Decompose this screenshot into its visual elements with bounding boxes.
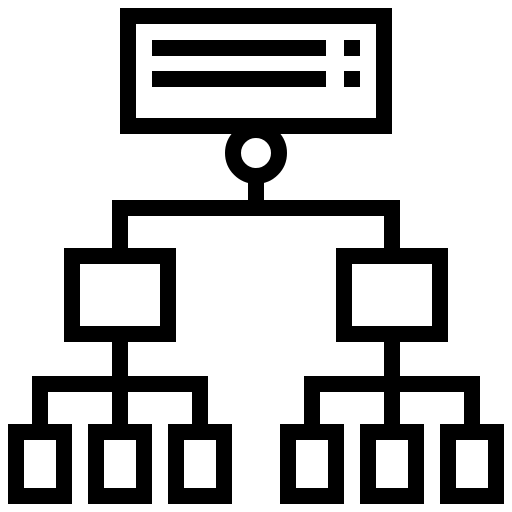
left-subtree-branch <box>32 376 208 432</box>
leaf-box-6 <box>440 424 504 504</box>
top-branch-line <box>112 200 400 256</box>
leaf-box-1 <box>8 424 72 504</box>
right-subtree-branch <box>304 376 480 432</box>
leaf-box-3 <box>168 424 232 504</box>
leaf-box-2 <box>88 424 152 504</box>
right-child-box <box>336 248 448 342</box>
left-child-box <box>64 248 176 342</box>
node-circle <box>225 122 287 184</box>
leaf-box-4 <box>280 424 344 504</box>
leaf-box-5 <box>360 424 424 504</box>
